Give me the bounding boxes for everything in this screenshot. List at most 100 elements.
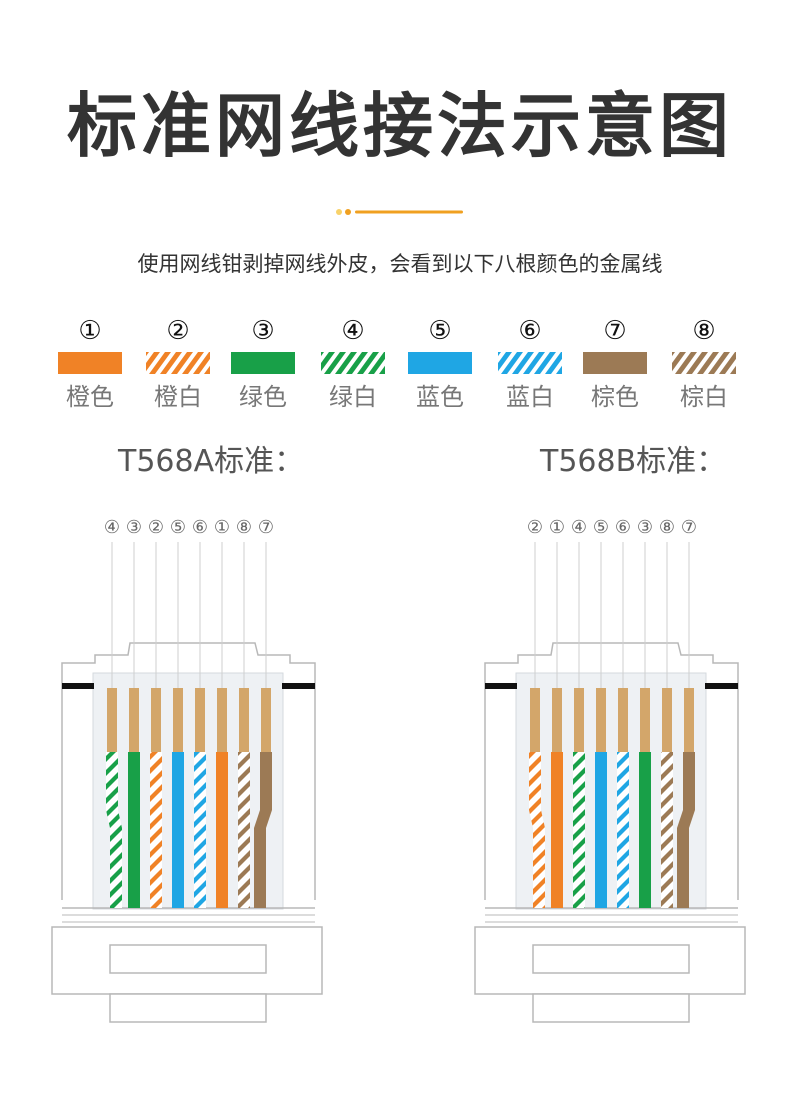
pin-8: ⑦	[677, 517, 697, 908]
legend-number: ③	[251, 316, 275, 346]
pin-2: ①	[549, 517, 565, 908]
gold-contact	[151, 688, 161, 752]
legend-swatch	[583, 352, 647, 374]
gold-contact	[239, 688, 249, 752]
legend-label: 橙白	[154, 383, 202, 411]
wire	[551, 752, 563, 908]
pin-4: ⑤	[170, 517, 186, 908]
legend-label: 绿色	[239, 383, 287, 411]
legend-label: 棕白	[680, 383, 728, 411]
pin-4: ⑤	[593, 517, 609, 908]
wire	[639, 752, 651, 908]
gold-contact	[129, 688, 139, 752]
legend-label: 蓝白	[506, 383, 554, 411]
pin-6: ③	[637, 517, 653, 908]
legend-swatch	[231, 352, 295, 374]
wire	[617, 752, 629, 908]
wire	[150, 752, 162, 908]
legend-item-3: ③ 绿色	[223, 316, 303, 412]
legend-swatch	[672, 352, 736, 374]
wire	[106, 752, 122, 908]
gold-contact	[640, 688, 650, 752]
legend-item-8: ⑧ 棕白	[664, 316, 744, 412]
pin-7: ⑧	[659, 517, 675, 908]
wire	[216, 752, 228, 908]
cable-stub	[109, 993, 267, 1023]
pin-number-label: ⑤	[593, 517, 609, 538]
legend-number: ⑤	[428, 316, 452, 346]
pin-number-label: ②	[527, 517, 543, 538]
wire	[172, 752, 184, 908]
connector-inner	[515, 672, 707, 910]
wire	[661, 752, 673, 908]
legend-number: ⑦	[603, 316, 627, 346]
legend-label: 绿白	[329, 383, 377, 411]
pin-number-label: ⑦	[258, 517, 274, 538]
pin-number-label: ④	[571, 517, 587, 538]
gold-contact	[618, 688, 628, 752]
pin-number-label: ①	[549, 517, 565, 538]
legend-swatch	[58, 352, 122, 374]
page-title: 标准网线接法示意图	[67, 85, 733, 167]
latch-bar-left	[485, 683, 517, 689]
legend-label: 棕色	[591, 383, 639, 411]
wire	[595, 752, 607, 908]
instruction-text: 使用网线钳剥掉网线外皮，会看到以下八根颜色的金属线	[137, 252, 663, 276]
latch-bar-left	[62, 683, 94, 689]
legend-label: 蓝色	[416, 383, 464, 411]
wire	[677, 752, 695, 908]
pin-7: ⑧	[236, 517, 252, 908]
boot-window	[109, 944, 267, 974]
pin-number-label: ⑤	[170, 517, 186, 538]
wire	[254, 752, 272, 908]
pin-2: ③	[126, 517, 142, 908]
pin-number-label: ④	[104, 517, 120, 538]
pin-number-label: ⑧	[236, 517, 252, 538]
legend-number: ④	[341, 316, 365, 346]
pin-5: ⑥	[615, 517, 631, 908]
pin-1: ②	[527, 517, 545, 908]
title-divider	[336, 209, 463, 215]
legend-number: ⑧	[692, 316, 716, 346]
wire	[529, 752, 545, 908]
legend-item-5: ⑤ 蓝色	[400, 316, 480, 412]
cable-stub	[532, 993, 690, 1023]
gold-contact	[107, 688, 117, 752]
pin-number-label: ②	[148, 517, 164, 538]
pin-number-label: ③	[126, 517, 142, 538]
gold-contact	[530, 688, 540, 752]
latch-bar-right	[282, 683, 315, 689]
gold-contact	[173, 688, 183, 752]
legend-item-2: ② 橙白	[138, 316, 218, 412]
legend-swatch	[498, 352, 562, 374]
latch-bar-right	[705, 683, 738, 689]
gold-contact	[195, 688, 205, 752]
pin-3: ④	[571, 517, 587, 908]
t568b-title: T568B标准：	[540, 444, 727, 479]
pin-5: ⑥	[192, 517, 208, 908]
gold-contact	[574, 688, 584, 752]
gold-contact	[261, 688, 271, 752]
pin-number-label: ③	[637, 517, 653, 538]
legend-item-7: ⑦ 棕色	[575, 316, 655, 412]
pin-number-label: ①	[214, 517, 230, 538]
pin-number-label: ⑦	[681, 517, 697, 538]
legend-item-4: ④ 绿白	[313, 316, 393, 412]
legend-label: 橙色	[66, 383, 114, 411]
legend-swatch	[146, 352, 210, 374]
legend-number: ②	[166, 316, 190, 346]
pin-3: ②	[148, 517, 164, 908]
pin-6: ①	[214, 517, 230, 908]
t568a-title: T568A标准：	[118, 444, 305, 479]
legend-swatch	[408, 352, 472, 374]
pin-number-label: ⑥	[615, 517, 631, 538]
pin-8: ⑦	[254, 517, 274, 908]
gold-contact	[596, 688, 606, 752]
wire	[238, 752, 250, 908]
gold-contact	[662, 688, 672, 752]
